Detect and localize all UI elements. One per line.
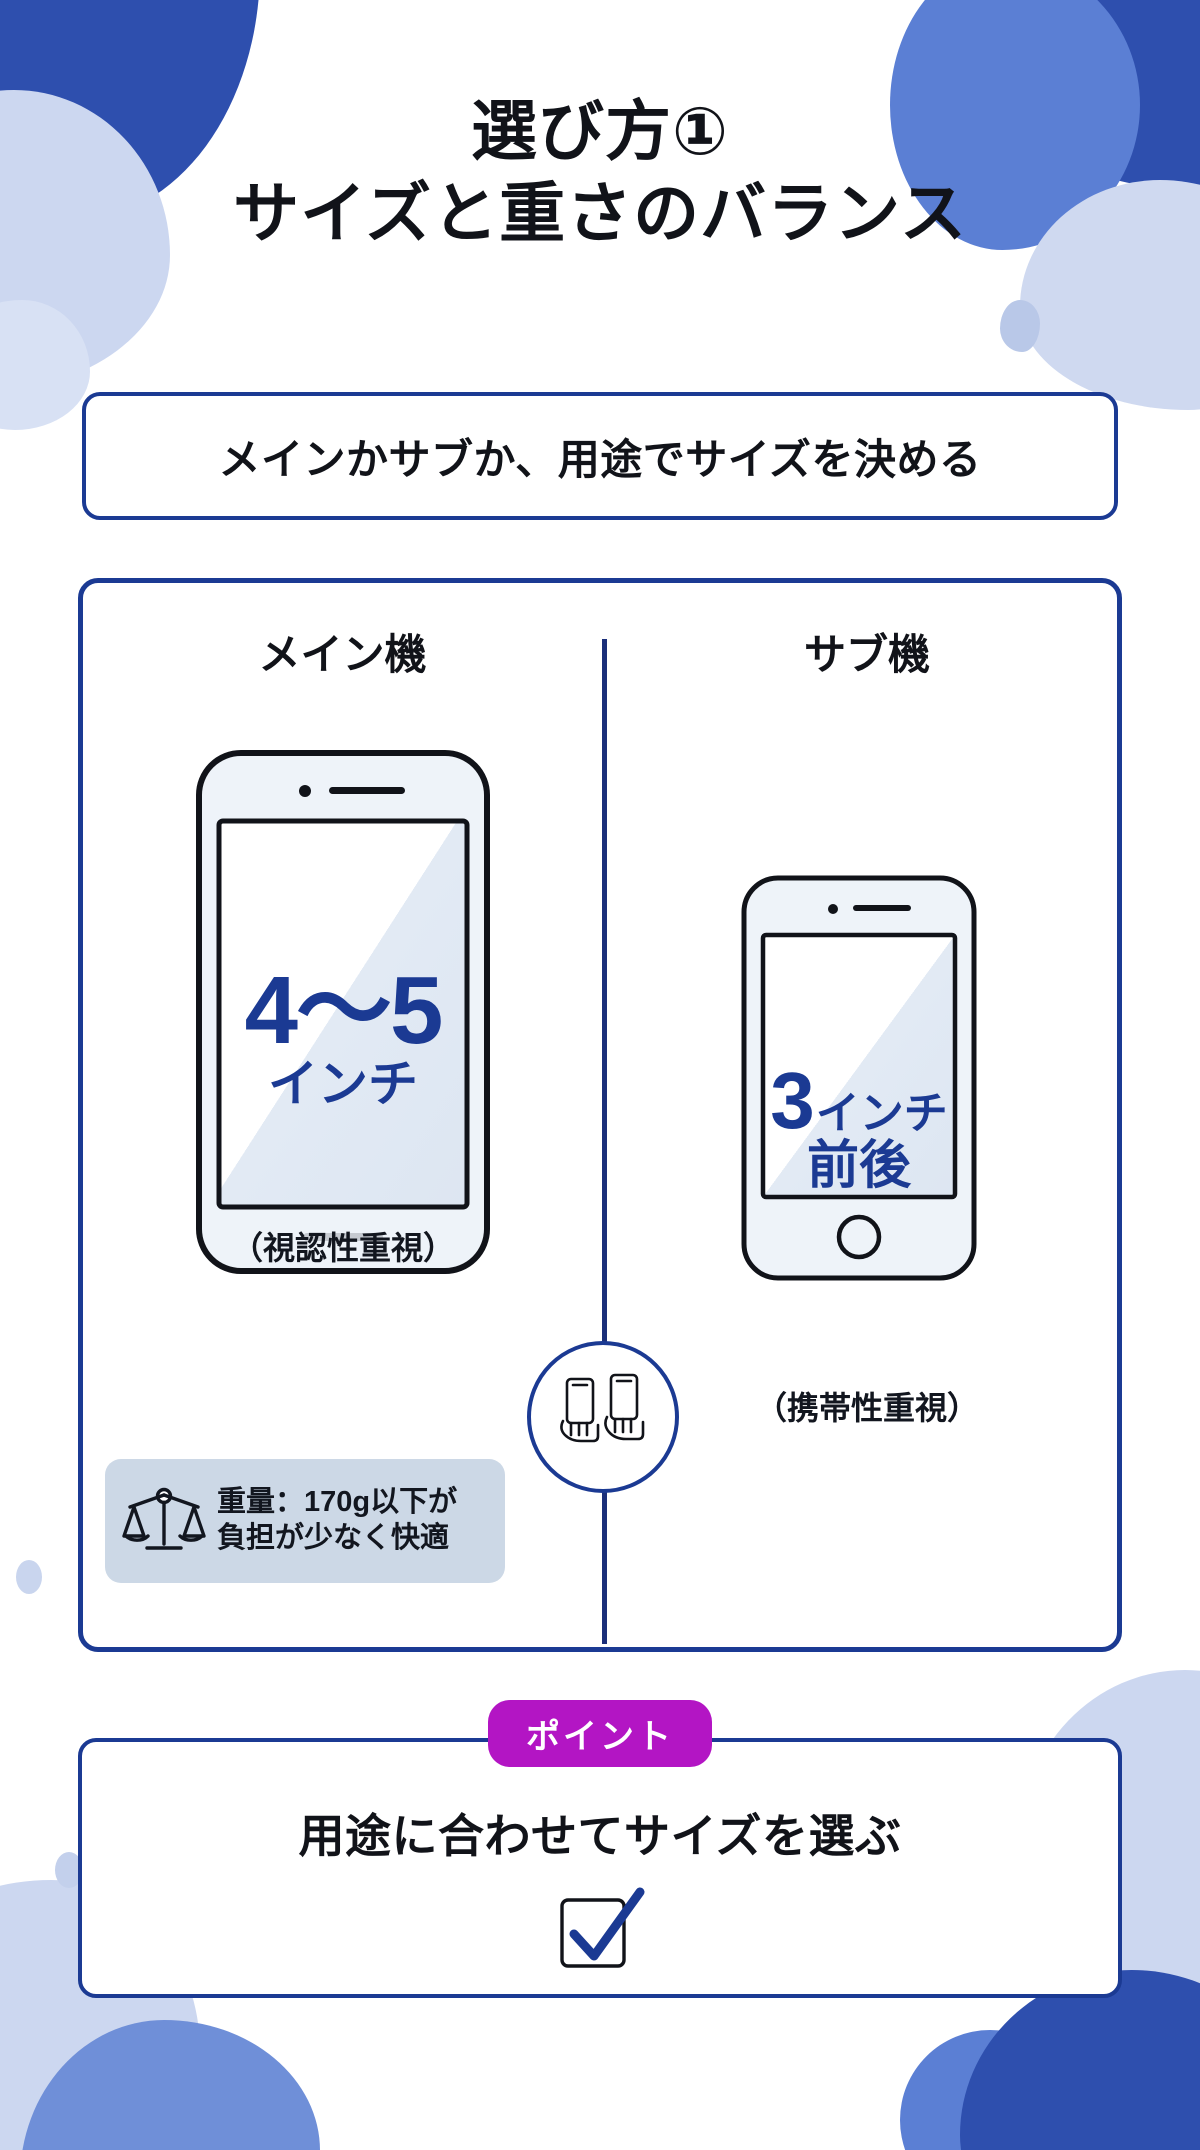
conclusion-text: 用途に合わせてサイズを選ぶ [298,1810,902,1862]
balance-scale-icon [121,1480,207,1563]
checkmark-box-icon [548,1882,652,1991]
two-phones-in-hands-icon [527,1341,679,1493]
title-line-1: 選び方① [471,94,729,168]
column-main-device: メイン機 [83,583,602,1647]
lead-statement-box: メインかサブか、用途でサイズを決める [82,392,1118,520]
title-line-2: サイズと重さのバランス [233,176,967,251]
column-sub-heading: サブ機 [607,621,1127,682]
sub-size-note: （携帯性重視） [754,1390,979,1426]
weight-note-card: 重量：170g以下が 負担が少なく快適 [105,1459,505,1583]
phone-illustration-sub [739,873,979,1283]
column-main-heading-text: メイン機 [248,621,437,682]
page-title: 選び方① サイズと重さのバランス [0,94,1200,251]
conclusion-box: 用途に合わせてサイズを選ぶ [78,1738,1122,1998]
comparison-panel: メイン機 [78,578,1122,1652]
weight-note-line-2: 負担が少なく快適 [217,1522,450,1554]
column-sub-heading-text: サブ機 [793,621,941,682]
weight-note-line-1: 重量：170g以下が [217,1486,458,1519]
point-badge: ポイント [488,1700,712,1767]
weight-note-text: 重量：170g以下が 負担が少なく快適 [217,1485,457,1557]
column-divider [602,639,607,1644]
column-sub-device: サブ機 [607,583,1127,1647]
column-main-heading: メイン機 [83,621,602,682]
phone-illustration-main [193,747,493,1277]
lead-statement-text: メインかサブか、用途でサイズを決める [218,435,982,483]
